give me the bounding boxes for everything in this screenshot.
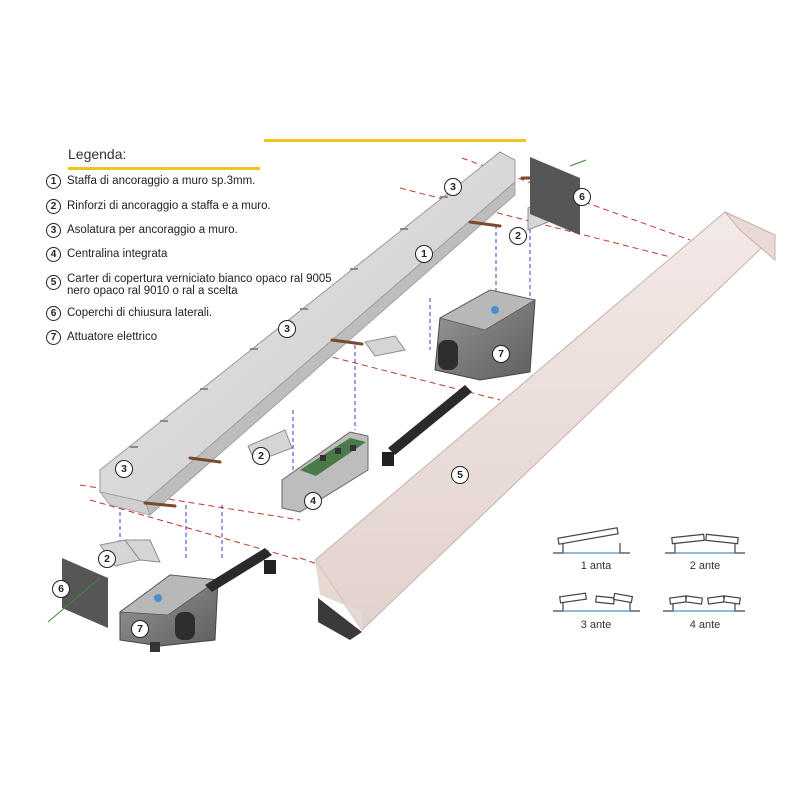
control-unit bbox=[281, 431, 369, 513]
config-label-4: 4 ante bbox=[689, 619, 721, 631]
config-label-2: 2 ante bbox=[689, 560, 721, 572]
legend-label: Centralina integrata bbox=[67, 248, 168, 260]
legend-number: 5 bbox=[46, 275, 61, 290]
callout-1: 1 bbox=[415, 245, 433, 263]
legend-number: 7 bbox=[46, 330, 61, 345]
legend-item-3: 3 Asolatura per ancoraggio a muro. bbox=[46, 223, 238, 238]
guide-lines bbox=[119, 215, 531, 560]
callout-2: 2 bbox=[98, 550, 116, 568]
legend-item-2: 2 Rinforzi di ancoraggio a staffa e a mu… bbox=[46, 199, 271, 214]
config-4-ante-icon bbox=[663, 595, 745, 612]
config-1-anta-icon bbox=[553, 527, 630, 554]
legend-item-5: 5 Carter di copertura verniciato bianco … bbox=[46, 272, 332, 297]
legend-number: 4 bbox=[46, 247, 61, 262]
callout-6: 6 bbox=[573, 188, 591, 206]
config-label-3: 3 ante bbox=[580, 619, 612, 631]
legend-item-1: 1 Staffa di ancoraggio a muro sp.3mm. bbox=[46, 174, 255, 189]
legend-number: 3 bbox=[46, 223, 61, 238]
legend-item-4: 4 Centralina integrata bbox=[46, 247, 167, 262]
legend-label: Rinforzi di ancoraggio a staffa e a muro… bbox=[67, 200, 271, 212]
legend-label: Asolatura per ancoraggio a muro. bbox=[67, 224, 238, 236]
legend-number: 6 bbox=[46, 306, 61, 321]
legend-rule bbox=[68, 167, 260, 170]
legend-number: 1 bbox=[46, 174, 61, 189]
legend-item-6: 6 Coperchi di chiusura laterali. bbox=[46, 306, 212, 321]
callout-3: 3 bbox=[115, 460, 133, 478]
side-cover-left bbox=[62, 558, 108, 628]
legend-label: Staffa di ancoraggio a muro sp.3mm. bbox=[67, 175, 256, 187]
actuator-upper bbox=[382, 289, 537, 466]
callout-7: 7 bbox=[131, 620, 149, 638]
carter-cover bbox=[314, 211, 776, 640]
config-3-ante-icon bbox=[553, 592, 640, 612]
config-2-ante-icon bbox=[665, 533, 745, 554]
callout-6: 6 bbox=[52, 580, 70, 598]
callout-7: 7 bbox=[492, 345, 510, 363]
config-label-1: 1 anta bbox=[580, 560, 612, 572]
side-cover-right bbox=[530, 157, 580, 235]
legend-item-7: 7 Attuatore elettrico bbox=[46, 330, 157, 345]
legend-label-line-2: nero opaco ral 9010 o ral a scelta bbox=[67, 285, 238, 297]
top-accent-rule bbox=[264, 139, 526, 142]
callout-4: 4 bbox=[304, 492, 322, 510]
legend-label: Carter di copertura verniciato bianco op… bbox=[67, 273, 332, 285]
callout-2: 2 bbox=[252, 447, 270, 465]
callout-2: 2 bbox=[509, 227, 527, 245]
legend-label: Coperchi di chiusura laterali. bbox=[67, 307, 213, 319]
legend-title: Legenda: bbox=[68, 146, 127, 162]
legend-label: Attuatore elettrico bbox=[67, 331, 158, 343]
callout-5: 5 bbox=[451, 466, 469, 484]
callout-3: 3 bbox=[444, 178, 462, 196]
anchor-bracket bbox=[99, 151, 516, 516]
callout-3: 3 bbox=[278, 320, 296, 338]
config-icons bbox=[553, 527, 745, 612]
legend-number: 2 bbox=[46, 199, 61, 214]
